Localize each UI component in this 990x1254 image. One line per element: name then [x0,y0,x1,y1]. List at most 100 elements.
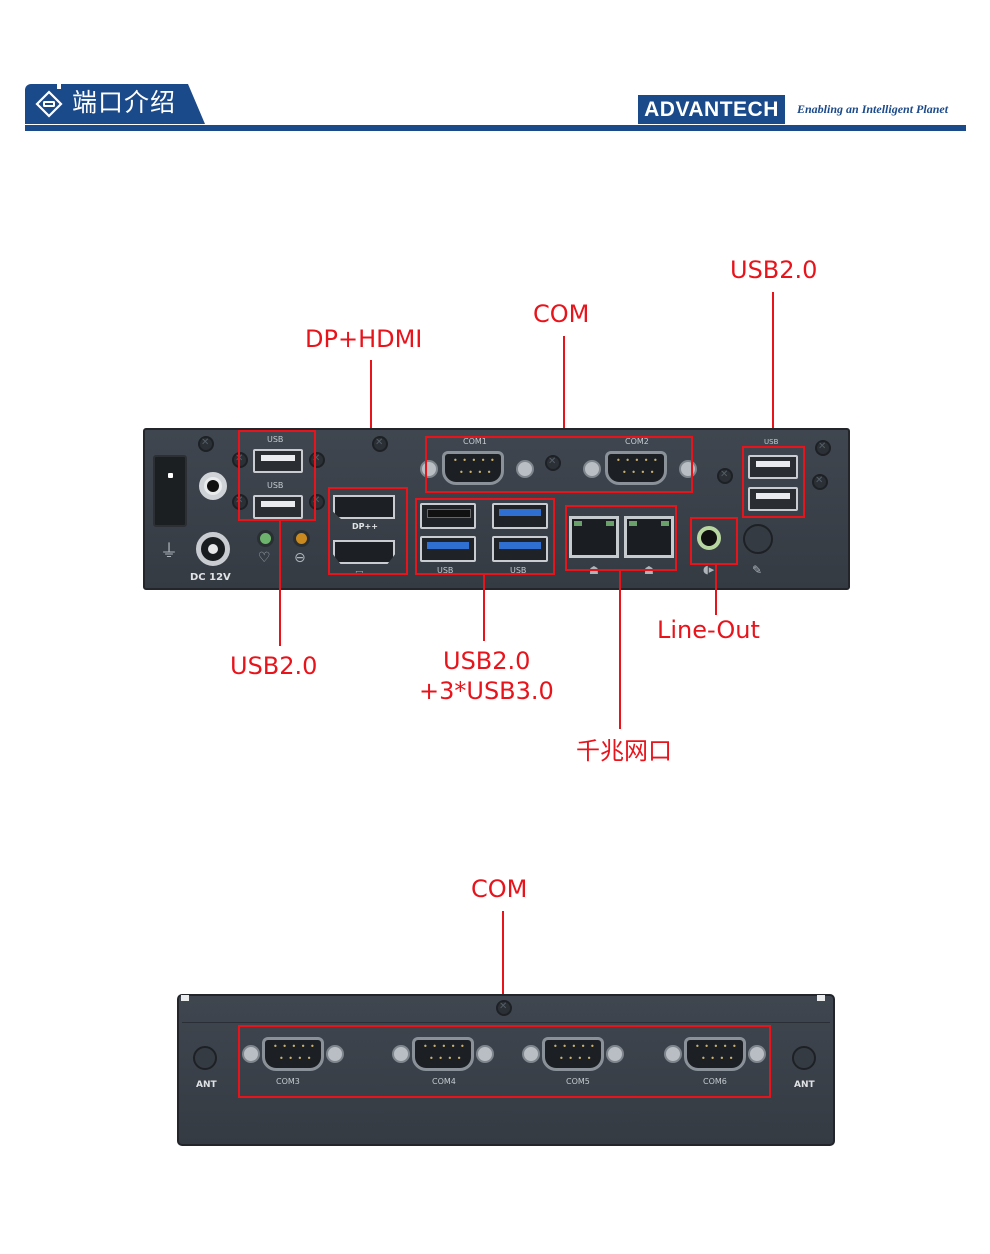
usb3-port-3 [492,536,548,562]
hex-standoff [476,1045,494,1063]
com4-label: COM4 [432,1077,456,1086]
ground-icon: ⏚ [160,541,178,562]
panel-corner-tab [181,995,189,1001]
com5-label: COM5 [566,1077,590,1086]
hex-standoff [242,1045,260,1063]
com3-label: COM3 [276,1077,300,1086]
label-line-out: Line-Out [657,616,760,644]
hex-standoff [606,1045,624,1063]
screw-icon [372,436,388,452]
usb2-port-right-top [748,455,798,479]
hex-standoff [583,460,601,478]
com1-port [442,451,504,485]
hex-standoff [516,460,534,478]
leader-usb-combo [483,575,485,641]
leader-lan [619,571,621,729]
com5-port [542,1037,604,1071]
highlight-line-out [690,517,738,565]
power-led-icon: ♡ [258,550,271,566]
usb-label-bottom: USB [267,481,284,490]
highlight-usb-combo [415,498,555,575]
leader-dp-hdmi [370,360,372,488]
screw-icon [198,436,214,452]
highlight-com-top [425,436,693,493]
screw-icon [717,468,733,484]
label-usb-combo-line2: +3*USB3.0 [419,677,554,705]
usb3-label-a: USB [437,566,454,575]
highlight-com-bottom [238,1025,771,1098]
leader-usb2-right [772,292,774,447]
com3-port [262,1037,324,1071]
usb2-port-left-top [253,449,303,473]
audio-out-icon: ◖▸ [703,563,715,576]
usb-label-top: USB [267,435,284,444]
label-gigabit-lan: 千兆网口 [576,737,672,765]
brand-tagline: Enabling an Intelligent Planet [797,102,949,116]
antenna-hole-left [193,1046,217,1070]
com1-label: COM1 [463,437,487,446]
audio-jack-hole [207,480,219,492]
panel-seam [182,1022,830,1023]
leader-com-bottom [502,911,504,1025]
power-led [260,533,271,544]
advantech-logo: ADVANTECH [638,95,785,124]
hdd-led [296,533,307,544]
com6-port [684,1037,746,1071]
com4-port [412,1037,474,1071]
hdmi-port [333,540,395,564]
lan-port-2 [624,516,674,558]
header-tab-notch [57,81,61,89]
leader-usb2-left [279,521,281,646]
hdd-led-icon: ⊖ [294,550,306,566]
displayport-port [333,495,395,519]
label-dp-hdmi: DP+HDMI [305,325,423,353]
panel-corner-tab [817,995,825,1001]
hex-standoff [326,1045,344,1063]
screw-icon [545,455,561,471]
usb2-port-center [420,503,476,529]
usb3-label-b: USB [510,566,527,575]
usb2-port-right-bottom [748,487,798,511]
label-com-top: COM [533,300,590,328]
screw-icon [309,494,325,510]
usb3-port-2 [420,536,476,562]
label-com-bottom: COM [471,875,528,903]
screw-icon [496,1000,512,1016]
power-switch-icon [153,455,187,527]
screw-icon [309,452,325,468]
hex-standoff [522,1045,540,1063]
dc-12v-label: DC 12V [190,572,231,583]
mic-icon: ✎ [752,563,763,577]
leader-com-top [563,336,565,440]
label-usb-combo-line1: USB2.0 [443,647,531,675]
leader-line-out [715,565,717,615]
highlight-usb2-left [238,430,316,521]
header-rule [25,125,966,131]
com2-label: COM2 [625,437,649,446]
ant-label-left: ANT [196,1080,217,1090]
hex-standoff [420,460,438,478]
highlight-lan [565,505,677,571]
highlight-dp-hdmi [328,487,408,575]
lan-port-1 [569,516,619,558]
port-connector-icon [35,90,63,118]
line-out-jack [697,526,721,550]
screw-icon [815,440,831,456]
label-usb2-left: USB2.0 [230,652,318,680]
com2-port [605,451,667,485]
hex-standoff [664,1045,682,1063]
antenna-hole-right [792,1046,816,1070]
screw-icon [812,474,828,490]
label-usb2-right: USB2.0 [730,256,818,284]
ant-label-right: ANT [794,1080,815,1090]
com6-label: COM6 [703,1077,727,1086]
dc-power-pin [208,544,218,554]
section-title: 端口介绍 [72,88,177,117]
hex-standoff [392,1045,410,1063]
usb-label-right: USB [764,438,779,446]
hex-standoff [748,1045,766,1063]
highlight-usb2-right [742,446,805,518]
mic-jack-cover [743,524,773,554]
usb3-port-1 [492,503,548,529]
dp-label: DP++ [352,522,378,531]
